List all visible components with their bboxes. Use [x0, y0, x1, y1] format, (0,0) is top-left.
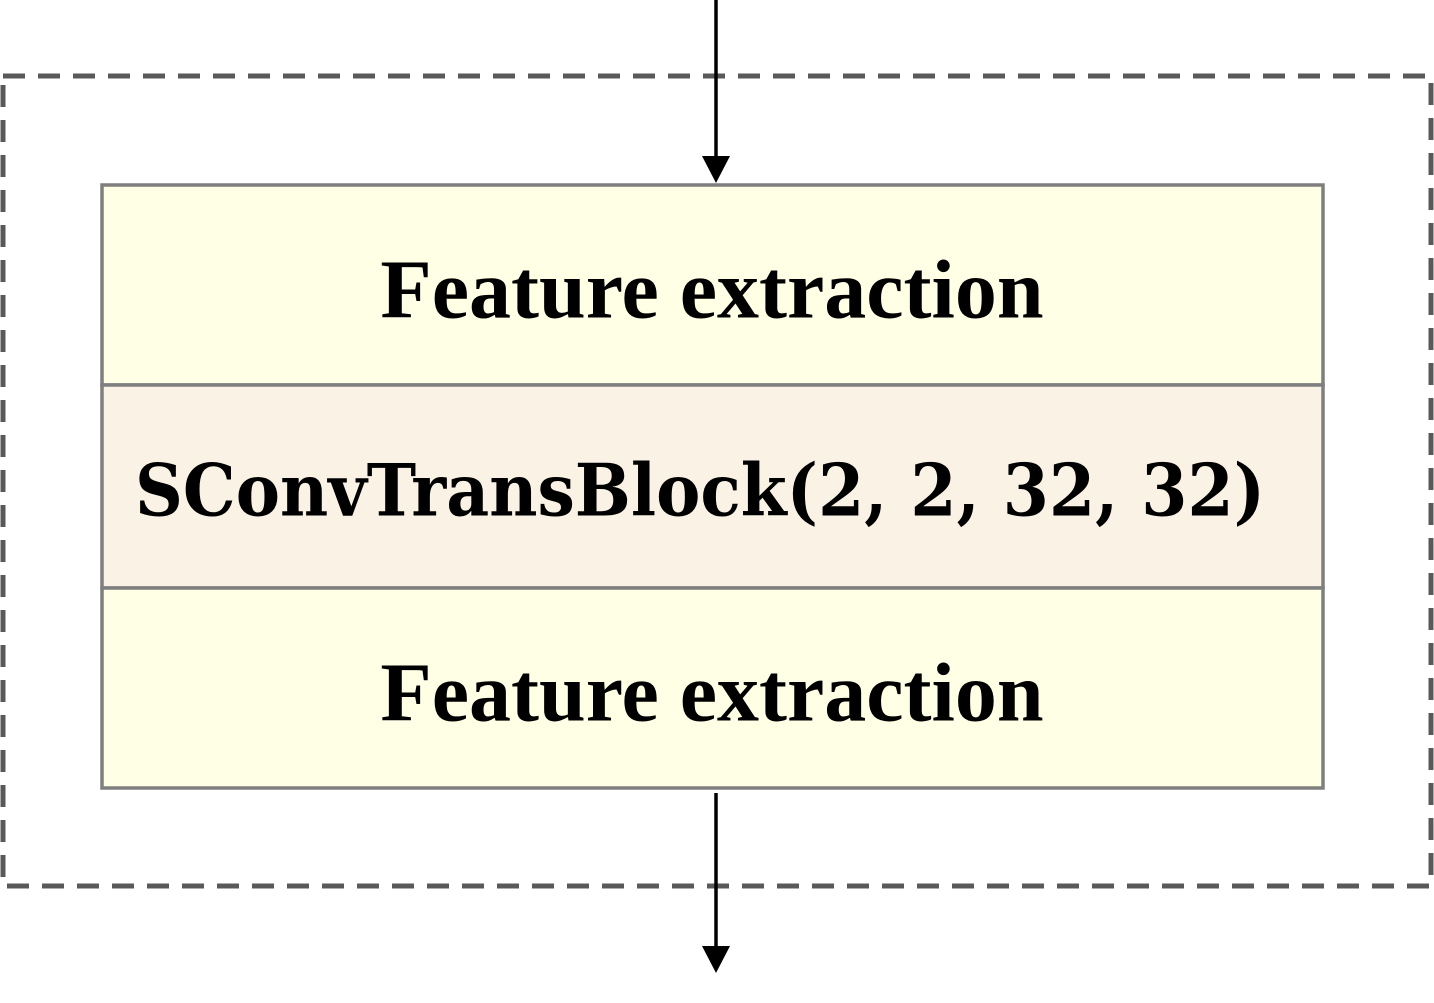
- output-arrow: [702, 793, 730, 973]
- block-sconvtransblock: SConvTransBlock(2, 2, 32, 32): [100, 383, 1325, 590]
- input-arrowhead: [702, 156, 730, 183]
- block-top-label: Feature extraction: [380, 244, 1043, 337]
- block-top-box: [100, 183, 1325, 387]
- block-bottom-label: Feature extraction: [380, 647, 1043, 740]
- input-arrow: [702, 0, 730, 183]
- block-middle-box: [100, 383, 1325, 590]
- block-feature-extraction-top: Feature extraction: [100, 183, 1325, 387]
- block-middle-label: SConvTransBlock(2, 2, 32, 32): [135, 448, 1265, 533]
- output-arrowhead: [702, 946, 730, 973]
- block-feature-extraction-bottom: Feature extraction: [100, 586, 1325, 790]
- block-bottom-box: [100, 586, 1325, 790]
